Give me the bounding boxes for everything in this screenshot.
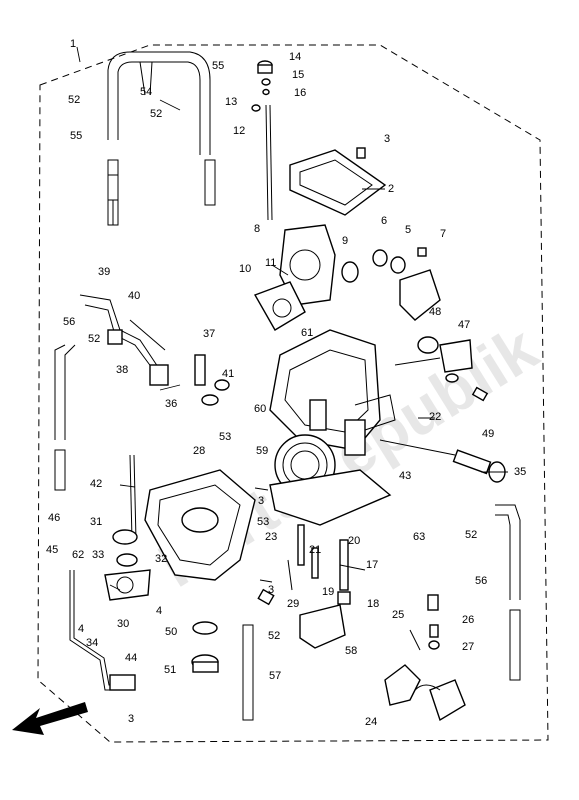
- callout-60: 60: [254, 403, 266, 415]
- tps-sensor: [299, 604, 346, 649]
- callout-labels: 1 2 3 3 3 3 4 4 5 6 7 8 9 10 11 12 13 14…: [46, 38, 526, 728]
- callout-16: 16: [294, 87, 306, 99]
- callout-42: 42: [90, 478, 102, 490]
- callout-52: 52: [268, 630, 280, 642]
- callout-25: 25: [392, 609, 404, 621]
- callout-61: 61: [301, 327, 313, 339]
- callout-14: 14: [289, 51, 301, 63]
- callout-36: 36: [165, 398, 177, 410]
- callout-52: 52: [68, 94, 80, 106]
- callout-43: 43: [399, 470, 411, 482]
- callout-34: 34: [86, 637, 98, 649]
- callout-20: 20: [348, 535, 360, 547]
- callout-24: 24: [365, 716, 377, 728]
- callout-8: 8: [254, 223, 260, 235]
- callout-10: 10: [239, 263, 251, 275]
- callout-38: 38: [116, 364, 128, 376]
- drain-hoses: [54, 344, 521, 721]
- callout-13: 13: [225, 96, 237, 108]
- callout-58: 58: [345, 645, 357, 657]
- callout-33: 33: [92, 549, 104, 561]
- callout-55: 55: [212, 60, 224, 72]
- throttle-valve-group: [253, 224, 359, 331]
- callout-46: 46: [48, 512, 60, 524]
- callout-56: 56: [475, 575, 487, 587]
- callout-15: 15: [292, 69, 304, 81]
- callout-55: 55: [70, 130, 82, 142]
- callout-31: 31: [90, 516, 102, 528]
- callout-2: 2: [388, 183, 394, 195]
- callout-41: 41: [222, 368, 234, 380]
- callout-1: 1: [70, 38, 76, 50]
- callout-56: 56: [63, 316, 75, 328]
- callout-53: 53: [219, 431, 231, 443]
- callout-54: 54: [140, 86, 152, 98]
- callout-11: 11: [265, 257, 276, 269]
- pump-cover-group: [372, 247, 441, 354]
- pump-diaphragm: [69, 553, 151, 691]
- callout-4: 4: [78, 623, 84, 635]
- callout-6: 6: [381, 215, 387, 227]
- callout-51: 51: [164, 664, 176, 676]
- vent-hoses: [107, 51, 216, 226]
- callout-53: 53: [257, 516, 269, 528]
- callout-32: 32: [155, 553, 167, 565]
- callout-18: 18: [367, 598, 379, 610]
- callout-45: 45: [46, 544, 58, 556]
- callout-7: 7: [440, 228, 446, 240]
- callout-40: 40: [128, 290, 140, 302]
- air-vent-fittings: [79, 294, 230, 406]
- callout-3: 3: [268, 584, 274, 596]
- callout-39: 39: [98, 266, 110, 278]
- throttle-stop-screw: [251, 60, 273, 221]
- callout-3: 3: [258, 495, 264, 507]
- callout-48: 48: [429, 306, 441, 318]
- callout-50: 50: [165, 626, 177, 638]
- callout-29: 29: [287, 598, 299, 610]
- callout-49: 49: [482, 428, 494, 440]
- float-bowl: [112, 454, 256, 581]
- callout-21: 21: [309, 544, 321, 556]
- callout-52: 52: [88, 333, 100, 345]
- callout-23: 23: [265, 531, 277, 543]
- callout-9: 9: [342, 235, 348, 247]
- callout-52: 52: [150, 108, 162, 120]
- cable-holder: [394, 339, 489, 402]
- callout-3: 3: [384, 133, 390, 145]
- callout-62: 62: [72, 549, 84, 561]
- callout-44: 44: [125, 652, 137, 664]
- fuel-hose-cap: [384, 664, 466, 722]
- drain-plug: [191, 621, 219, 673]
- callout-35: 35: [514, 466, 526, 478]
- callout-4: 4: [156, 605, 162, 617]
- carburetor-body: [269, 329, 396, 526]
- callout-5: 5: [405, 224, 411, 236]
- callout-59: 59: [256, 445, 268, 457]
- hot-start-plunger: [379, 439, 506, 483]
- callout-28: 28: [193, 445, 205, 457]
- top-cover: [289, 147, 387, 216]
- callout-47: 47: [458, 319, 470, 331]
- callout-63: 63: [413, 531, 425, 543]
- callout-22: 22: [429, 411, 441, 423]
- callout-17: 17: [366, 559, 378, 571]
- callout-3: 3: [128, 713, 134, 725]
- callout-12: 12: [233, 125, 245, 137]
- callout-27: 27: [462, 641, 474, 653]
- arrow-left-down-icon: [12, 702, 88, 735]
- callout-52: 52: [465, 529, 477, 541]
- callout-57: 57: [269, 670, 281, 682]
- callout-26: 26: [462, 614, 474, 626]
- callout-19: 19: [322, 586, 334, 598]
- assembly-boundary: [37, 44, 549, 743]
- callout-30: 30: [117, 618, 129, 630]
- leader-lines: [76, 46, 508, 591]
- callout-37: 37: [203, 328, 215, 340]
